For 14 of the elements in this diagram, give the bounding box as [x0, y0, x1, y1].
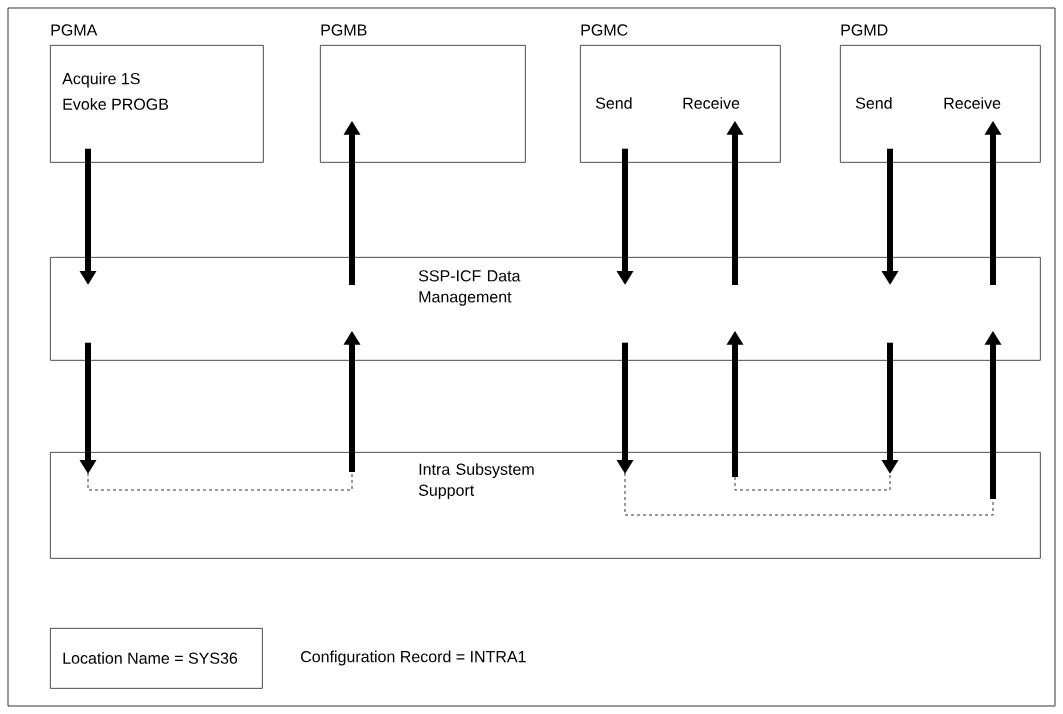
box-label: Location Name = SYS36 [63, 652, 238, 664]
program-name: PGMC [581, 24, 628, 36]
box-label: Evoke PROGB [63, 98, 169, 110]
box-label: Send [855, 97, 892, 109]
layer-label: SSP-ICF Data Management [418, 270, 521, 306]
note-text: Configuration Record = INTRA1 [301, 650, 526, 666]
box-label: Acquire 1S [62, 72, 140, 88]
layer-label: Intra Subsystem Support [418, 463, 534, 500]
program-name: PGMD [841, 24, 888, 36]
program-name: PGMB [321, 24, 367, 36]
box-label: Send [595, 97, 632, 109]
program-name: PGMA [51, 24, 98, 36]
box-label: Receive [944, 97, 1001, 109]
box-label: Receive [683, 97, 740, 109]
